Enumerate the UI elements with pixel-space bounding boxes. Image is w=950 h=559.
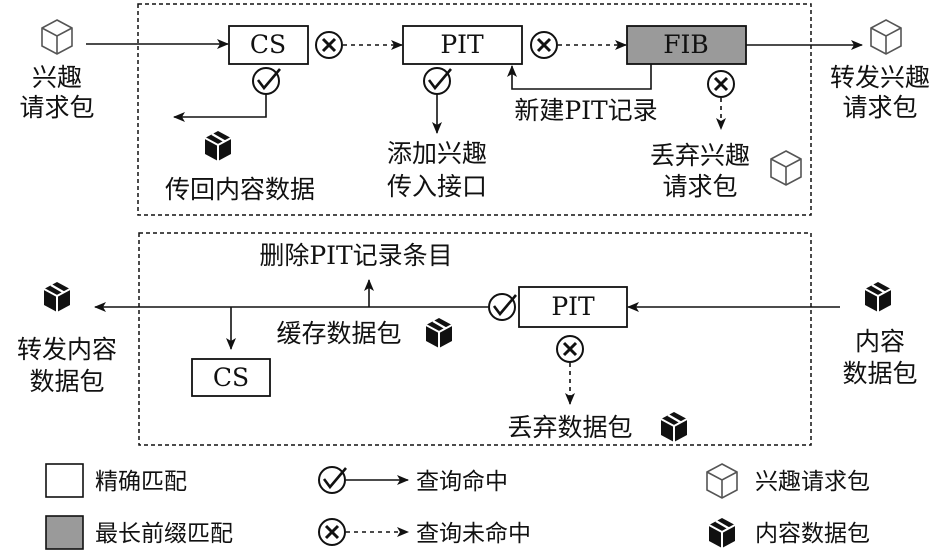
cs-hit-icon (251, 66, 282, 96)
legend-exact-swatch (45, 463, 84, 498)
interest-in-label-2: 请求包 (19, 93, 94, 122)
forward-interest-label-1: 转发兴趣 (830, 63, 930, 92)
legend-interest-icon (706, 463, 738, 499)
cache-packet-label: 缓存数据包 (276, 319, 401, 348)
cs-store-label: CS (213, 363, 249, 392)
interest-packet-icon (41, 19, 73, 55)
dropped-packet-icon (659, 410, 689, 444)
drop-interest-label-2: 请求包 (662, 172, 737, 201)
legend-hit-icon (317, 465, 348, 495)
content-in-label-2: 数据包 (842, 359, 917, 388)
legend-hit-label: 查询命中 (416, 469, 508, 495)
legend-prefix-label: 最长前缀匹配 (95, 521, 233, 547)
legend-content-icon (707, 516, 737, 550)
fib-table-label: FIB (663, 30, 709, 59)
forward-interest-label-2: 请求包 (842, 93, 917, 122)
pit-data-hit-icon (487, 292, 518, 322)
new-pit-entry-label: 新建PIT记录 (514, 96, 657, 125)
pit-lookup-box (518, 286, 628, 328)
legend-miss-icon (317, 517, 347, 547)
legend-miss-label: 查询未命中 (416, 521, 531, 547)
fib-miss-icon (706, 69, 736, 99)
delete-pit-entry-label: 删除PIT记录条目 (259, 241, 452, 270)
pit-table-box (402, 25, 523, 65)
forward-content-label-2: 数据包 (29, 367, 104, 396)
add-interface-label-2: 传入接口 (387, 172, 487, 201)
pit-hit-icon (422, 66, 453, 96)
add-interface-label-1: 添加兴趣 (387, 139, 487, 168)
pit-table-label: PIT (440, 30, 484, 59)
return-content-icon (203, 129, 233, 163)
cs-table-label: CS (250, 30, 286, 59)
new-pit-entry-arrow (507, 64, 652, 90)
cache-packet-icon (424, 316, 454, 350)
legend-content-label: 内容数据包 (755, 521, 870, 547)
data-panel-border (138, 232, 812, 446)
legend-interest-label: 兴趣请求包 (755, 469, 870, 495)
pit-data-miss-icon (555, 334, 585, 364)
cs-store-box (191, 358, 271, 397)
content-in-label-1: 内容 (855, 327, 905, 356)
interest-panel-border (137, 3, 812, 216)
fib-table-box (626, 25, 747, 65)
content-packet-icon (863, 280, 893, 314)
forwarded-content-icon (42, 280, 72, 314)
pit-miss-icon (529, 30, 559, 60)
drop-interest-label-1: 丢弃兴趣 (650, 141, 750, 170)
dropped-interest-icon (770, 150, 802, 186)
interest-in-label-1: 兴趣 (32, 63, 82, 92)
forward-content-label-1: 转发内容 (17, 335, 117, 364)
drop-packet-label: 丢弃数据包 (507, 413, 632, 442)
legend-prefix-swatch (45, 515, 84, 550)
cs-hit-arrow (173, 94, 267, 122)
return-content-label: 传回内容数据 (165, 175, 315, 204)
cs-table-box (228, 25, 309, 65)
legend-exact-label: 精确匹配 (95, 469, 187, 495)
forwarded-interest-icon (870, 19, 902, 55)
cs-miss-icon (314, 30, 344, 60)
pit-lookup-label: PIT (551, 292, 595, 321)
